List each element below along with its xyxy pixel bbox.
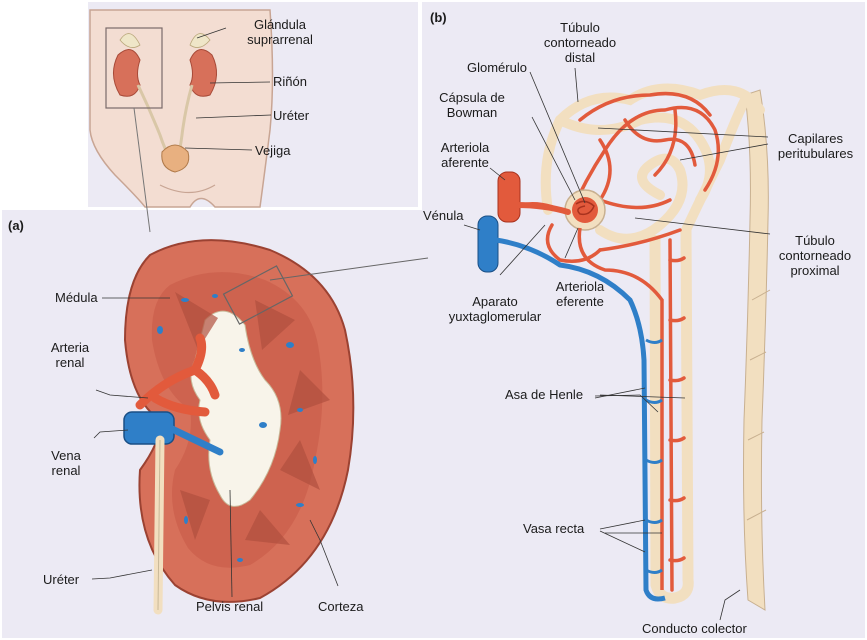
label-renal-pelvis: Pelvis renal — [196, 599, 263, 614]
label-distal-tubule: Túbulo contorneado distal — [540, 20, 620, 65]
label-ureter-kidney: Uréter — [43, 572, 79, 587]
label-glomerulus: Glomérulo — [467, 60, 527, 75]
label-medulla: Médula — [55, 290, 98, 305]
label-cortex: Corteza — [318, 599, 364, 614]
label-loop-of-henle: Asa de Henle — [505, 387, 583, 402]
label-renal-artery: Arteria renal — [40, 340, 100, 370]
label-peritubular-capillaries: Capilares peritubulares — [768, 131, 863, 161]
label-ureter-body: Uréter — [273, 108, 309, 123]
label-vasa-recta: Vasa recta — [523, 521, 584, 536]
label-afferent-arteriole: Arteriola aferente — [425, 140, 505, 170]
label-adrenal-gland: Glándula suprarrenal — [225, 17, 335, 47]
label-proximal-tubule: Túbulo contorneado proximal — [770, 233, 860, 278]
label-collecting-duct: Conducto colector — [642, 621, 747, 636]
label-efferent-arteriole: Arteriola eferente — [545, 279, 615, 309]
label-venule: Vénula — [423, 208, 463, 223]
label-bowman-capsule: Cápsula de Bowman — [422, 90, 522, 120]
panel-a-letter: (a) — [8, 218, 24, 233]
label-bladder: Vejiga — [255, 143, 290, 158]
label-kidney: Riñón — [273, 74, 307, 89]
panel-b-letter: (b) — [430, 10, 447, 25]
label-renal-vein: Vena renal — [40, 448, 92, 478]
label-juxtaglomerular: Aparato yuxtaglomerular — [435, 294, 555, 324]
